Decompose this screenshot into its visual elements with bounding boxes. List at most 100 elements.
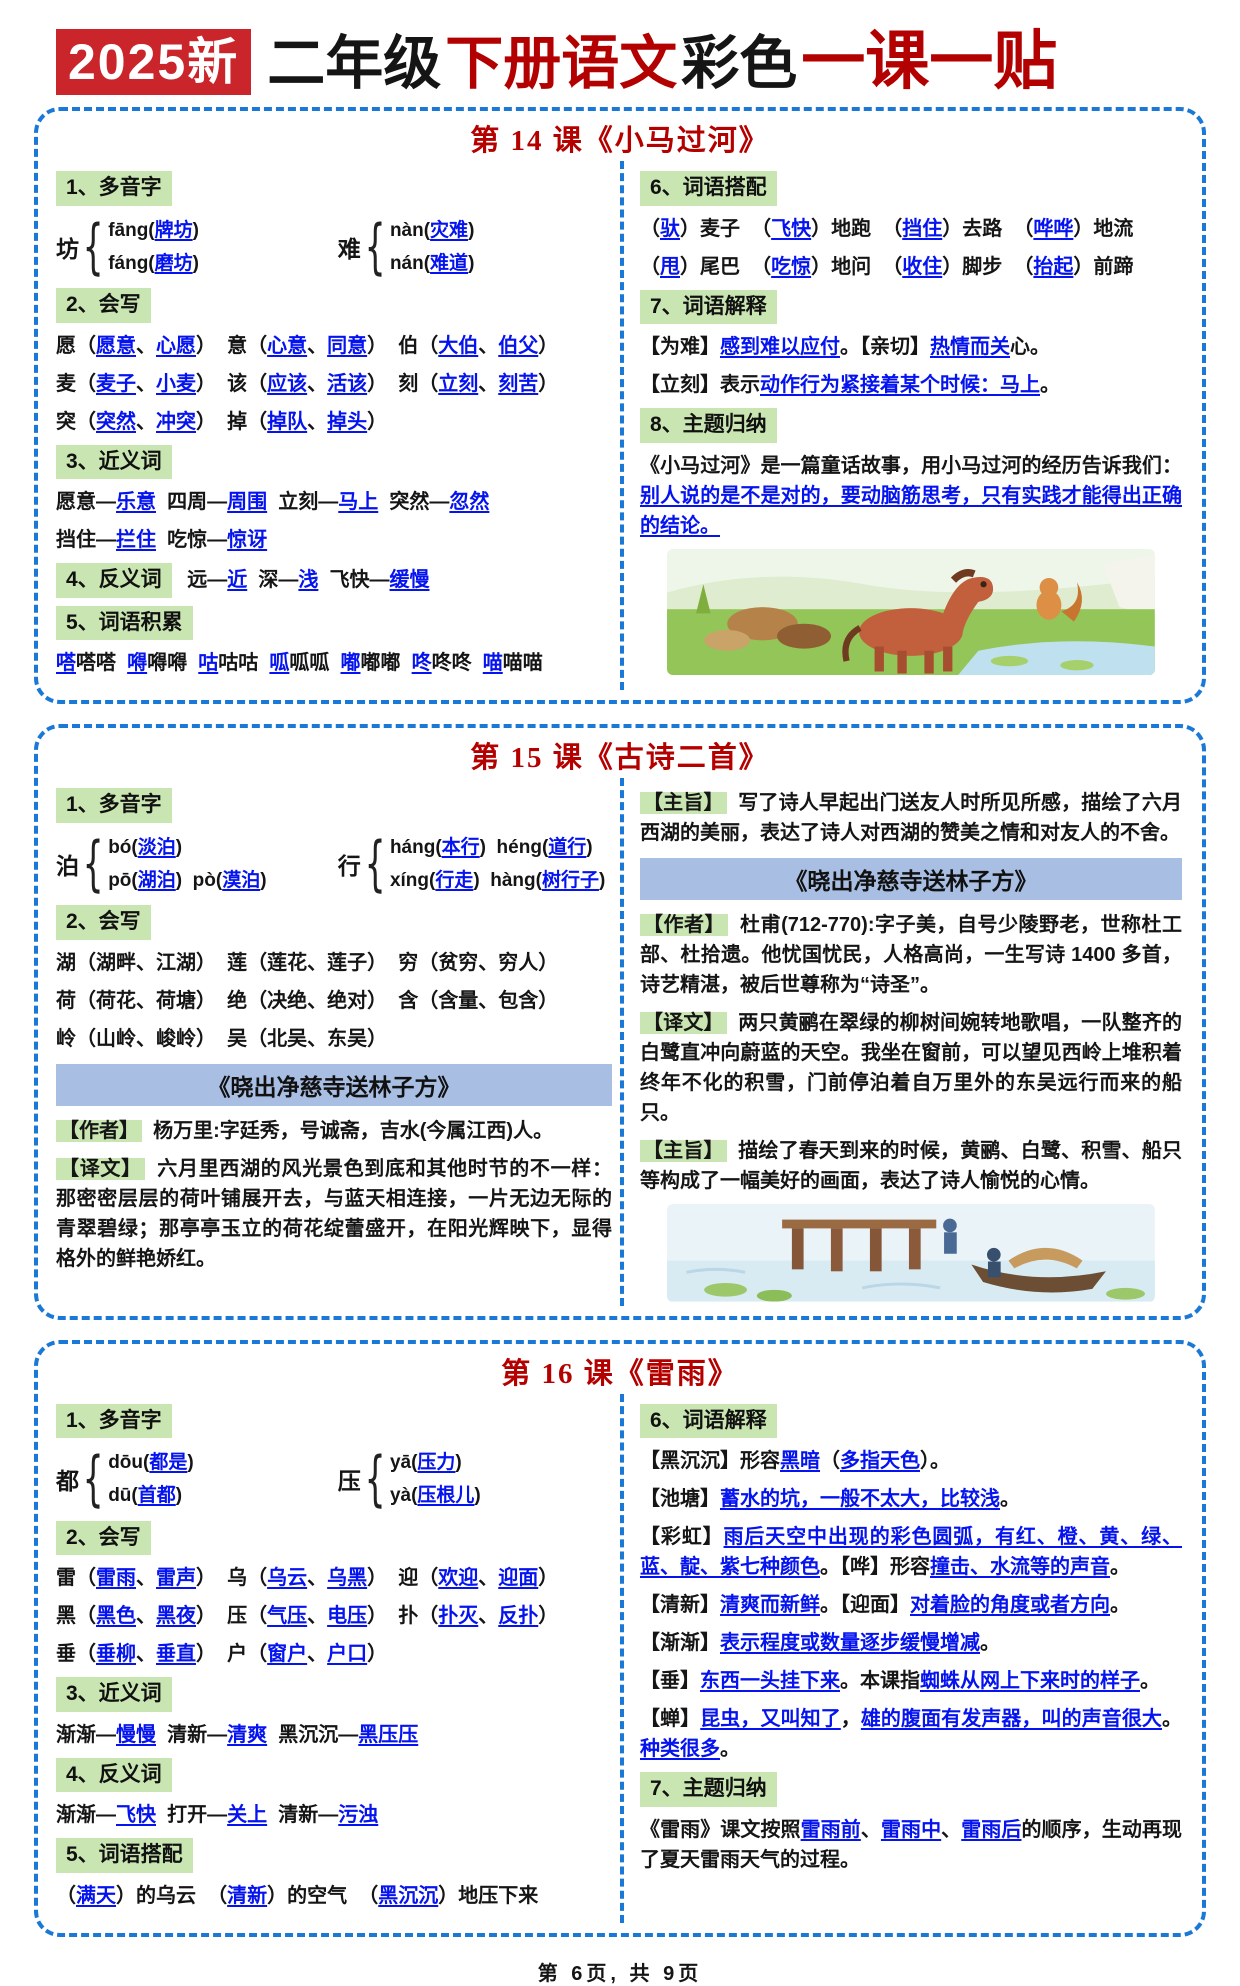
content-line: 5、词语积累: [56, 605, 612, 641]
text-run: 愿意—: [56, 491, 116, 514]
content-line: 【为难】感到难以应付。【亲切】热情而关心。: [640, 332, 1182, 362]
section-heading-chip: 4、反义词: [56, 563, 172, 598]
text-run: 《小马过河》是一篇童话故事，用小马过河的经历告诉我们：: [640, 454, 1182, 477]
text-run: 。: [1140, 1670, 1160, 1693]
content-line: 【作者】 杨万里:字廷秀，号诚斋，吉水(今属江西)人。: [56, 1116, 612, 1146]
pinyin-rows: fāng(牌坊)fáng(磨坊): [108, 214, 199, 281]
text-run: 、: [860, 1818, 881, 1841]
highlight-term: 别人说的是不是对的，要动脑筋思考，只有实践才能得出正确的结论。: [640, 484, 1182, 537]
highlight-term: 牌坊: [154, 219, 193, 241]
section-heading-chip: 2、会写: [56, 288, 151, 323]
highlight-term: 呱: [269, 652, 290, 675]
content-line: 3、近义词: [56, 444, 612, 480]
highlight-term: 活该: [327, 372, 368, 395]
boat-river-illustration: [667, 1204, 1155, 1302]
highlight-term: 灾难: [430, 219, 469, 241]
text-run: ): [192, 219, 199, 241]
text-run: 、: [307, 1643, 328, 1666]
title-part-subject: 下册语文: [445, 31, 678, 96]
highlight-term: 小麦: [156, 372, 196, 395]
text-run: 突然—: [378, 491, 450, 514]
text-run: 、: [136, 372, 156, 395]
text-run: ） 户（: [196, 1643, 268, 1666]
base-character: 行: [337, 852, 361, 879]
text-run: ): [455, 1452, 462, 1474]
highlight-term: 黑夜: [156, 1605, 196, 1628]
text-run: 飞快—: [318, 569, 390, 592]
section-heading-chip: 3、近义词: [56, 1677, 172, 1712]
bracket-chip: 【主旨】: [640, 1140, 727, 1163]
text-run: 湖（湖畔、江湖） 莲（莲花、莲子） 穷（贫穷、穷人）: [56, 951, 559, 974]
page-title: 二年级 下册语文 彩色 一课一贴: [267, 28, 1057, 95]
highlight-term: 清爽而新鲜: [720, 1594, 820, 1617]
content-line: 渐渐—飞快 打开—关上 清新—污浊: [56, 1800, 612, 1830]
highlight-term: 雷声: [156, 1567, 196, 1590]
content-line: 1、多音字: [56, 1403, 612, 1439]
text-run: ） 刻（: [367, 372, 439, 395]
highlight-term: 行走: [435, 869, 474, 891]
text-run: 嘟嘟: [360, 652, 412, 675]
content-line: 2、会写: [56, 905, 612, 940]
pinyin-row: háng(本行) héng(道行): [390, 831, 605, 864]
lesson-15-right-column: 【主旨】 写了诗人早起出门送友人时所见所感，描绘了六月西湖的美丽，表达了诗人对西…: [620, 778, 1190, 1306]
pinyin-row: pō(湖泊) pò(漠泊): [108, 864, 266, 897]
text-run: 、: [478, 372, 499, 395]
text-run: nàn(: [389, 219, 431, 241]
content-line: 【清新】清爽而新鲜。【迎面】对着脸的角度或者方向。: [640, 1590, 1182, 1620]
highlight-term: 哗哗: [1033, 217, 1074, 240]
content-line: 《小马过河》是一篇童话故事，用小马过河的经历告诉我们： 别人说的是不是对的，要动脑…: [640, 451, 1182, 541]
content-line: 6、词语解释: [640, 1403, 1182, 1439]
text-run: xíng(: [389, 869, 436, 891]
highlight-term: 树行子: [541, 869, 599, 891]
text-run: bó(: [108, 836, 138, 858]
content-line: 荷（荷花、荷塘） 绝（决绝、绝对） 含（含量、包含）: [56, 986, 612, 1016]
content-line: 7、主题归纳: [640, 1772, 1182, 1807]
pinyin-group: 坊{fāng(牌坊)fáng(磨坊): [56, 214, 312, 281]
text-run: 【垂】: [640, 1670, 700, 1693]
highlight-term: 雄的腹面有发声器，叫的声音很大: [860, 1708, 1163, 1731]
highlight-term: 雷雨前: [800, 1818, 861, 1841]
text-run: ): [192, 252, 199, 274]
text-run: fāng(: [108, 219, 155, 241]
content-line: （甩）尾巴 （吃惊）地问 （收住）脚步 （抬起）前蹄: [640, 252, 1182, 282]
highlight-term: 雷雨后: [961, 1818, 1022, 1841]
text-run: ）: [538, 372, 559, 395]
text-run: 岭（山岭、峻岭） 吴（北吴、东吴）: [56, 1027, 388, 1050]
text-run: 。本课指: [840, 1670, 920, 1693]
content-line: 岭（山岭、峻岭） 吴（北吴、东吴）: [56, 1024, 612, 1054]
highlight-term: 驮: [660, 217, 680, 240]
highlight-term: 迎面: [498, 1567, 539, 1590]
text-run: 。【哗】形容: [820, 1556, 930, 1579]
text-run: 嘚嘚: [147, 652, 199, 675]
section-heading-chip: 6、词语搭配: [640, 171, 777, 206]
content-line: 嗒嗒嗒 嘚嘚嘚 咕咕咕 呱呱呱 嘟嘟嘟 咚咚咚 喵喵喵: [56, 648, 612, 678]
text-run: 、: [478, 334, 499, 357]
horse-river-illustration: [667, 548, 1155, 676]
text-run: 、: [307, 1567, 328, 1590]
text-run: 立刻—: [267, 491, 339, 514]
content-line: 黑（黑色、黑夜） 压（气压、电压） 扑（扑灭、反扑）: [56, 1601, 612, 1631]
highlight-term: 蓄水的坑，一般不太大，比较浅: [720, 1488, 1000, 1511]
content-line: 1、多音字: [56, 171, 612, 206]
text-run: ）: [367, 410, 388, 433]
highlight-term: 清爽: [227, 1723, 268, 1746]
highlight-term: 感到难以应付: [720, 336, 840, 359]
content-line: 4、反义词 远—近 深—浅 飞快—缓慢: [56, 563, 612, 598]
highlight-term: 关上: [227, 1804, 268, 1827]
pinyin-rows: nàn(灾难)nán(难道): [390, 214, 474, 281]
highlight-term: 周围: [227, 491, 268, 514]
lesson-14-columns: 1、多音字坊{fāng(牌坊)fáng(磨坊)难{nàn(灾难)nán(难道)2…: [50, 161, 1190, 691]
brace-glyph: {: [82, 1444, 104, 1515]
lesson-15-columns: 1、多音字泊{bó(淡泊)pō(湖泊) pò(漠泊)行{háng(本行) hén…: [50, 778, 1190, 1306]
text-run: ): [598, 869, 606, 891]
highlight-term: 掉头: [327, 410, 368, 433]
section-heading-chip: 8、主题归纳: [640, 408, 777, 443]
highlight-term: 咕: [198, 652, 219, 675]
text-run: 深—: [247, 569, 299, 592]
bracket-chip: 【译文】: [56, 1157, 145, 1180]
highlight-term: 黑暗: [780, 1450, 820, 1473]
text-run: 。: [1110, 1556, 1130, 1579]
base-character: 都: [56, 1468, 79, 1495]
highlight-term: 慢慢: [116, 1723, 156, 1746]
